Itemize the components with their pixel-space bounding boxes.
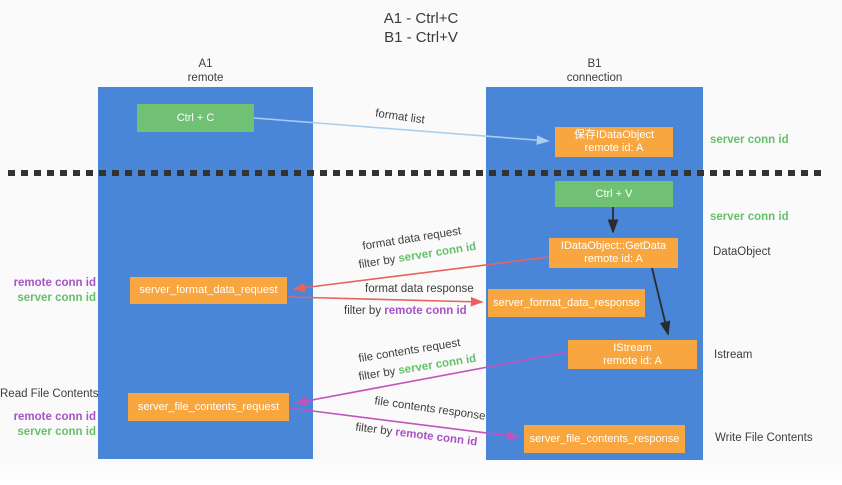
read-file-contents-label: Read File Contents <box>0 388 99 400</box>
istream-box: IStream remote id: A <box>568 340 697 369</box>
format-response-box: server_format_data_response <box>488 289 645 317</box>
right-server-conn-id-2: server conn id <box>710 211 789 223</box>
ctrl-v-label: Ctrl + V <box>595 187 633 200</box>
lane-a1-role: remote <box>187 72 224 84</box>
ctrl-v-box: Ctrl + V <box>555 181 673 207</box>
lane-header-b1: B1 connection <box>486 57 703 85</box>
write-file-contents-label: Write File Contents <box>715 432 813 444</box>
filter-prefix: filter by <box>344 305 385 317</box>
istream-line1: IStream <box>613 341 652 354</box>
ctrl-c-label: Ctrl + C <box>176 111 215 124</box>
diagram-title: A1 - Ctrl+C B1 - Ctrl+V <box>0 9 842 47</box>
istream-line2: remote id: A <box>603 354 662 367</box>
save-dataobject-line2: remote id: A <box>584 142 644 154</box>
file-contents-response-arrow <box>288 407 520 441</box>
getdata-to-istream-arrow <box>651 267 671 336</box>
istream-side-label: Istream <box>714 349 753 361</box>
left-conn-id-group-1: remote conn id server conn id <box>0 276 96 306</box>
dataobject-label: DataObject <box>713 246 771 258</box>
title-line-1: A1 - Ctrl+C <box>383 10 459 27</box>
save-dataobject-line1: 保存IDataObject <box>573 129 655 141</box>
lane-b1-role: connection <box>566 72 623 84</box>
getdata-box: IDataObject::GetData remote id: A <box>549 238 678 268</box>
file-response-box: server_file_contents_response <box>524 425 685 453</box>
format-response-label: server_format_data_response <box>493 296 640 309</box>
left-remote-conn-id-1: remote conn id <box>13 277 96 289</box>
title-line-2: B1 - Ctrl+V <box>384 29 458 46</box>
file-request-label: server_file_contents_request <box>137 400 280 413</box>
lane-b1-name: B1 <box>587 58 602 70</box>
lane-a1-name: A1 <box>198 58 213 70</box>
format-data-response-arrow <box>287 296 484 307</box>
format-data-request-arrow <box>292 256 550 293</box>
getdata-line1: IDataObject::GetData <box>560 240 667 252</box>
file-response-label: server_file_contents_response <box>529 432 680 445</box>
file-request-box: server_file_contents_request <box>128 393 289 421</box>
left-conn-id-group-2: remote conn id server conn id <box>0 410 96 440</box>
format-data-response-label: format data response <box>365 283 474 295</box>
session-divider-line <box>8 170 823 176</box>
left-server-conn-id-1: server conn id <box>17 292 96 304</box>
save-dataobject-box: 保存IDataObject remote id: A <box>555 127 673 157</box>
ctrl-c-box: Ctrl + C <box>137 104 254 132</box>
file-contents-request-arrow <box>294 351 569 406</box>
left-remote-conn-id-2: remote conn id <box>13 411 96 423</box>
remote-conn-id-text: remote conn id <box>384 305 467 317</box>
background-fade <box>0 459 842 485</box>
lane-header-a1: A1 remote <box>98 57 313 85</box>
format-list-arrow <box>253 117 550 145</box>
filter-by-remote-conn-id-label-1: filter by remote conn id <box>344 305 467 317</box>
left-server-conn-id-2: server conn id <box>17 426 96 438</box>
right-server-conn-id-1: server conn id <box>710 134 789 146</box>
getdata-line2: remote id: A <box>584 253 643 265</box>
format-request-box: server_format_data_request <box>130 277 287 304</box>
format-request-label: server_format_data_request <box>139 284 278 296</box>
